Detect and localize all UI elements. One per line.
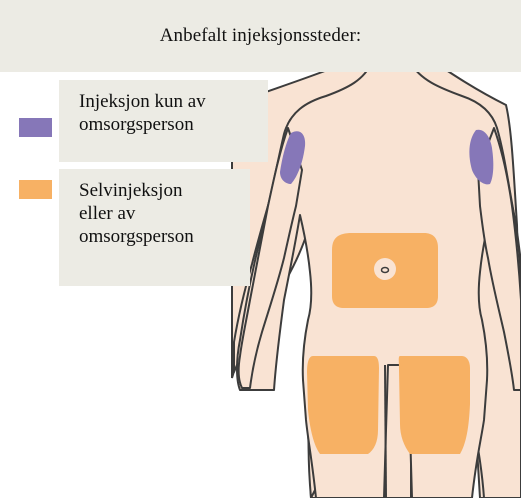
legend-label-caregiver-only: Injeksjon kun av omsorgsperson bbox=[79, 90, 268, 136]
legend-item-self-or-caregiver: Selvinjeksjon eller av omsorgsperson bbox=[59, 169, 250, 286]
legend-item-caregiver-only: Injeksjon kun av omsorgsperson bbox=[59, 80, 268, 162]
navel-ring bbox=[374, 258, 396, 280]
right-thigh-site bbox=[399, 356, 470, 454]
orange-swatch-icon bbox=[19, 180, 52, 199]
diagram-title: Anbefalt injeksjonssteder: bbox=[0, 0, 521, 72]
purple-swatch-icon bbox=[19, 118, 52, 137]
legend-label-self-or-caregiver: Selvinjeksjon eller av omsorgsperson bbox=[79, 179, 250, 248]
left-thigh-site bbox=[307, 356, 379, 454]
inner-leg-line bbox=[385, 365, 386, 498]
